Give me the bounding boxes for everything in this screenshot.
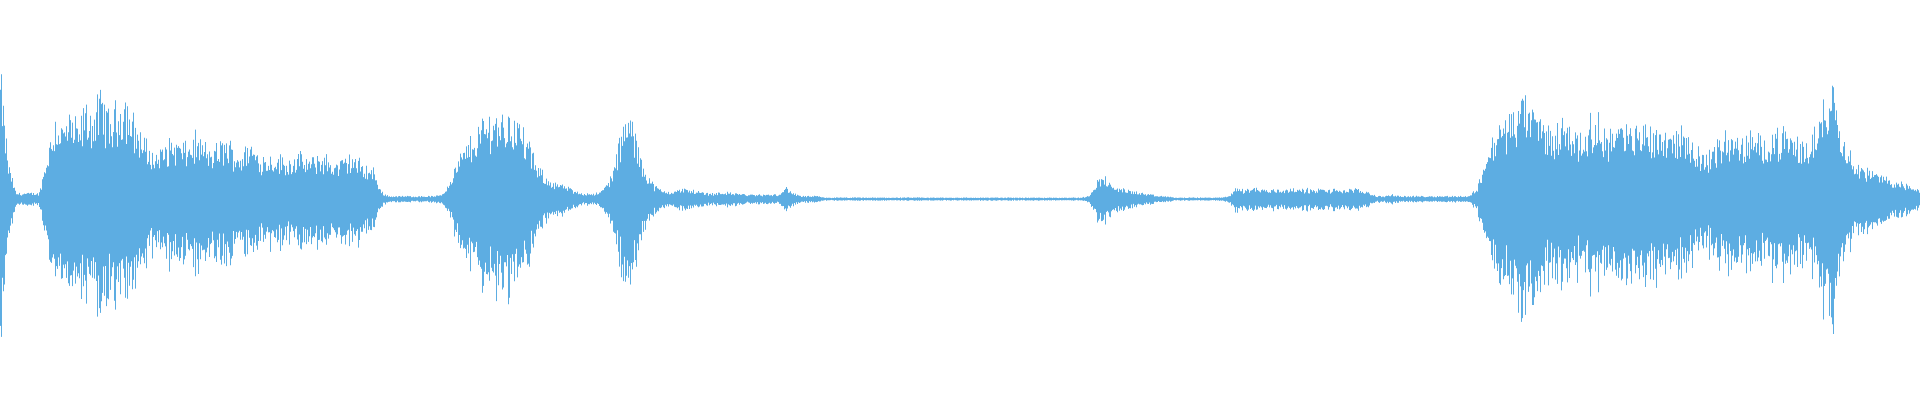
waveform-bars bbox=[0, 74, 1920, 337]
